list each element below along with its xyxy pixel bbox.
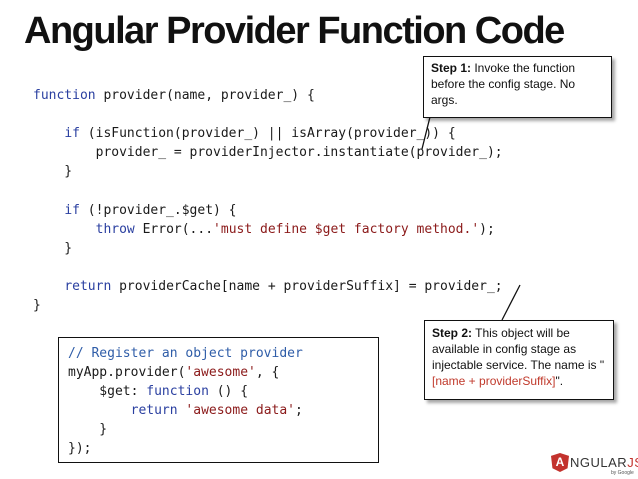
keyword: return [64, 278, 112, 294]
string-literal: 'awesome data' [185, 403, 295, 419]
keyword: return [130, 403, 178, 419]
keyword: if [64, 202, 80, 218]
code-text: (isFunction(provider_) || isArray(provid… [79, 126, 456, 142]
step1-callout: Step 1: Invoke the function before the c… [423, 56, 612, 118]
code-text: } [33, 298, 41, 314]
step1-label: Step 1: [431, 61, 472, 75]
code-indent [33, 203, 64, 218]
angularjs-logo: A NGULARJS [551, 453, 638, 472]
keyword: throw [95, 221, 135, 237]
logo-js: JS [627, 455, 638, 470]
code-text: } [68, 422, 108, 438]
code-indent [33, 279, 64, 294]
code-text: myApp.provider( [68, 365, 186, 381]
step2-tail: ". [555, 374, 564, 388]
step2-highlight: [name + providerSuffix] [432, 374, 556, 388]
step2-callout: Step 2: This object will be available in… [424, 320, 614, 400]
string-literal: 'awesome' [185, 365, 256, 381]
code-indent [68, 403, 131, 418]
step2-text: This object will be available in config … [432, 326, 605, 372]
code-text: } [33, 164, 73, 180]
code-comment: // Register an object provider [68, 346, 303, 361]
code-text: } [33, 240, 73, 256]
code-text: Error(... [134, 221, 214, 237]
code-text: provider(name, provider_) { [95, 88, 315, 103]
string-literal: 'must define $get factory method.' [213, 221, 480, 237]
code-text: providerCache[name + providerSuffix] = p… [111, 278, 503, 294]
step2-label: Step 2: [432, 326, 473, 340]
code-text: (!provider_.$get) { [79, 202, 237, 218]
keyword: function [146, 384, 209, 400]
step1-text: Invoke the function before the config st… [431, 61, 576, 107]
code-text: , { [255, 365, 280, 381]
provider-function-code: function provider(name, provider_) { if … [33, 86, 503, 315]
logo-subtitle: by Google [611, 470, 634, 476]
code-indent [33, 126, 64, 141]
example-code-box: // Register an object provider myApp.pro… [58, 337, 379, 463]
example-code: // Register an object provider myApp.pro… [68, 344, 303, 459]
keyword: function [33, 88, 96, 103]
code-text: ; [295, 403, 303, 419]
step2-connector [501, 284, 521, 321]
slide-title: Angular Provider Function Code [24, 10, 565, 52]
code-text: }); [68, 441, 92, 457]
code-text: () { [208, 384, 249, 400]
code-text: provider_ = providerInjector.instantiate… [33, 145, 503, 161]
code-text: $get: [68, 384, 147, 400]
logo-word: NGULAR [570, 455, 628, 470]
keyword: if [64, 126, 80, 142]
angular-shield-icon: A [551, 453, 569, 472]
code-indent [33, 222, 96, 237]
logo-wordmark: NGULARJS [570, 455, 638, 470]
code-text: ); [479, 221, 495, 237]
